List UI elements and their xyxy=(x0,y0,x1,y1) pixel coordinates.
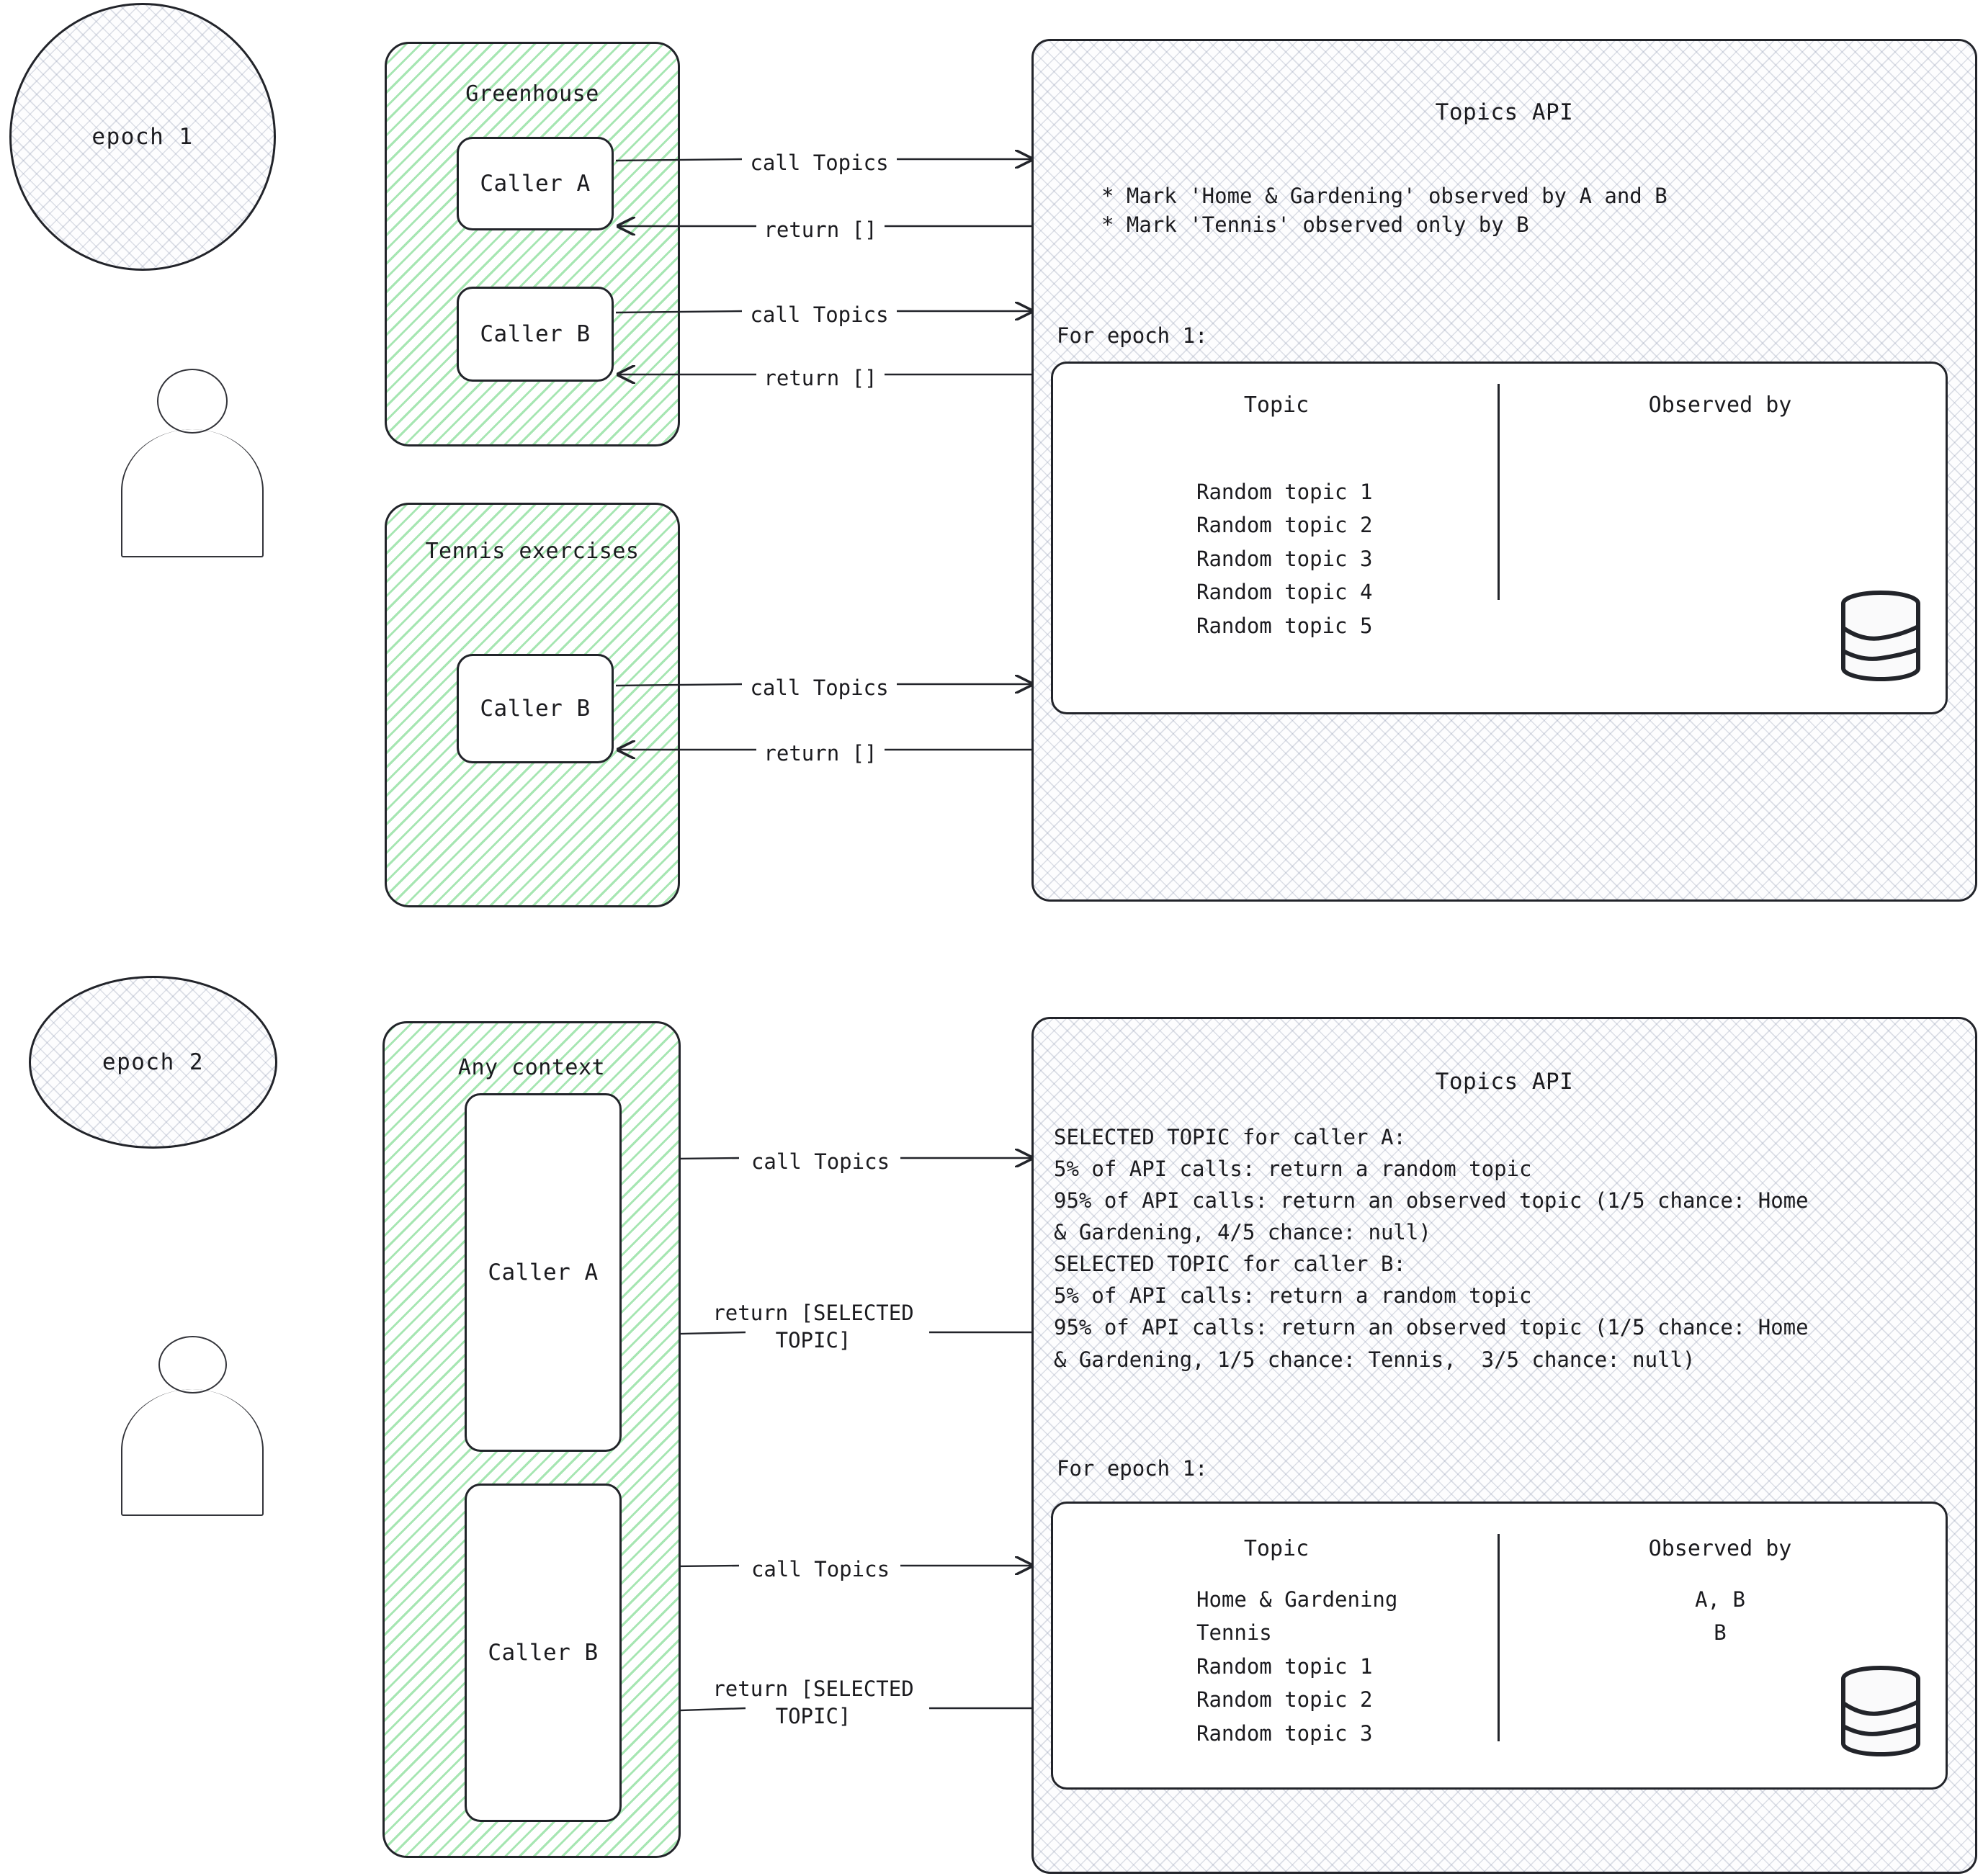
caller-box-b-any-context[interactable]: Caller B xyxy=(465,1484,622,1822)
topics-api-title: Topics API xyxy=(1435,1069,1574,1095)
topics-api-panel-epoch-2: Topics API SELECTED TOPIC for caller A: … xyxy=(1031,1017,1977,1874)
table-column-divider xyxy=(1498,1534,1500,1741)
api-rule-line: SELECTED TOPIC for caller B: xyxy=(1054,1252,1406,1277)
arrow-call-topics-a1 xyxy=(615,159,1032,161)
arrow-label-return-empty: return [] xyxy=(764,217,877,242)
table-row: Random topic 5 xyxy=(1196,613,1373,638)
arrow-label-return-selected-topic: return [SELECTED TOPIC] xyxy=(712,1301,914,1353)
table-row: Random topic 4 xyxy=(1196,580,1373,605)
arrow-label-call-topics: call Topics xyxy=(750,302,889,327)
user-body-icon xyxy=(121,1389,264,1516)
caller-box-a-any-context[interactable]: Caller A xyxy=(465,1093,622,1452)
arrow-label-call-topics: call Topics xyxy=(750,676,889,700)
topics-api-title: Topics API xyxy=(1435,99,1574,125)
api-rule-line: & Gardening, 1/5 chance: Tennis, 3/5 cha… xyxy=(1054,1347,1696,1372)
epoch-1-circle: epoch 1 xyxy=(9,3,276,271)
user-icon xyxy=(121,1336,265,1516)
zone-any-context-title: Any context xyxy=(457,1055,606,1080)
table-rows-observed-column: A, B B xyxy=(1504,1583,1936,1650)
topics-table-epoch-2: Topic Observed by Home & Gardening Tenni… xyxy=(1051,1502,1948,1790)
epoch-2-label: epoch 2 xyxy=(102,1049,205,1075)
table-row: Random topic 3 xyxy=(1196,1720,1373,1746)
zone-tennis-title: Tennis exercises xyxy=(425,539,640,564)
zone-greenhouse-title: Greenhouse xyxy=(465,81,599,107)
arrow-call-topics-b1 xyxy=(615,311,1032,313)
topics-api-rules: SELECTED TOPIC for caller A: 5% of API c… xyxy=(1054,1121,1961,1375)
section-label-epoch: For epoch 1: xyxy=(1057,323,1208,348)
bullet-item: * Mark 'Tennis' observed only by B xyxy=(1101,212,1529,238)
table-row: Random topic 2 xyxy=(1196,513,1373,538)
table-rows-topic-column: Home & Gardening Tennis Random topic 1 R… xyxy=(1196,1583,1499,1750)
epoch-1-label: epoch 1 xyxy=(91,123,194,150)
table-column-header-observed-by: Observed by xyxy=(1648,1536,1792,1561)
caller-label: Caller B xyxy=(480,695,591,722)
table-row: Home & Gardening xyxy=(1196,1587,1398,1612)
table-column-header-observed-by: Observed by xyxy=(1648,392,1792,418)
user-head-icon xyxy=(158,1336,227,1393)
table-row: B xyxy=(1714,1620,1727,1646)
table-row: Random topic 1 xyxy=(1196,480,1373,504)
caller-label: Caller A xyxy=(488,1259,599,1285)
bullet-item: * Mark 'Home & Gardening' observed by A … xyxy=(1101,184,1668,208)
arrow-label-return-empty: return [] xyxy=(764,741,877,766)
topics-api-panel-epoch-1: Topics API * Mark 'Home & Gardening' obs… xyxy=(1031,39,1977,902)
caller-label: Caller B xyxy=(488,1639,599,1666)
arrow-call-topics-b-tennis xyxy=(615,684,1032,686)
arrow-label-return-selected-topic: return [SELECTED TOPIC] xyxy=(712,1677,914,1729)
table-rows-topic-column: Random topic 1 Random topic 2 Random top… xyxy=(1196,475,1499,642)
topics-api-bullets: * Mark 'Home & Gardening' observed by A … xyxy=(1101,181,1937,239)
table-column-divider xyxy=(1498,384,1500,600)
user-body-icon xyxy=(121,429,264,557)
caller-box-b-tennis[interactable]: Caller B xyxy=(457,654,614,763)
table-column-header-topic: Topic xyxy=(1243,392,1310,418)
section-label-epoch: For epoch 1: xyxy=(1057,1456,1208,1481)
user-icon xyxy=(121,369,265,557)
api-rule-line: 5% of API calls: return a random topic xyxy=(1054,1157,1532,1182)
arrow-label-call-topics: call Topics xyxy=(751,1557,890,1581)
api-rule-line: SELECTED TOPIC for caller A: xyxy=(1054,1125,1406,1149)
api-rule-line: 5% of API calls: return a random topic xyxy=(1054,1283,1532,1309)
caller-box-b-greenhouse[interactable]: Caller B xyxy=(457,287,614,382)
api-rule-line: 95% of API calls: return an observed top… xyxy=(1054,1315,1809,1340)
table-row: Random topic 2 xyxy=(1196,1687,1373,1713)
caller-label: Caller B xyxy=(480,320,591,347)
api-rule-line: & Gardening, 4/5 chance: null) xyxy=(1054,1220,1431,1245)
arrow-label-call-topics: call Topics xyxy=(751,1149,890,1174)
table-row: A, B xyxy=(1695,1587,1745,1612)
api-rule-line: 95% of API calls: return an observed top… xyxy=(1054,1188,1809,1213)
table-row: Tennis xyxy=(1196,1620,1272,1646)
database-cylinder-icon xyxy=(1837,591,1924,681)
zone-tennis-exercises: Tennis exercises xyxy=(385,503,680,907)
table-column-header-topic: Topic xyxy=(1243,1536,1310,1561)
table-row: Random topic 3 xyxy=(1196,546,1373,571)
arrow-label-return-empty: return [] xyxy=(764,366,877,390)
database-cylinder-icon xyxy=(1837,1666,1924,1756)
topics-table-epoch-1: Topic Observed by Random topic 1 Random … xyxy=(1051,362,1948,714)
caller-box-a-greenhouse[interactable]: Caller A xyxy=(457,137,614,230)
caller-label: Caller A xyxy=(480,170,591,197)
epoch-2-circle: epoch 2 xyxy=(29,976,277,1149)
arrow-label-call-topics: call Topics xyxy=(750,151,889,175)
table-row: Random topic 1 xyxy=(1196,1653,1373,1679)
